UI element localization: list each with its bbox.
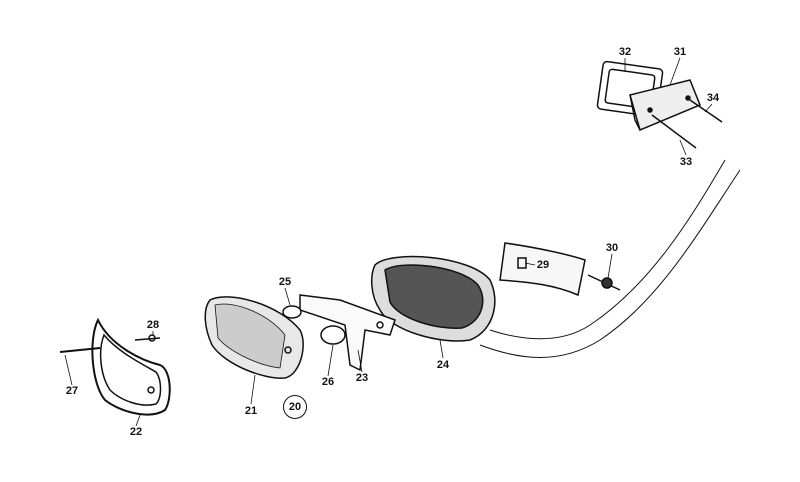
- part-label-31: 31: [673, 46, 687, 58]
- part-label-32: 32: [618, 46, 632, 58]
- part-label-24: 24: [436, 359, 450, 371]
- part-label-26: 26: [321, 376, 335, 388]
- washer-28: [134, 337, 161, 341]
- part-label-30: 30: [605, 242, 619, 254]
- cover-plate: [499, 242, 586, 297]
- bulb-25: [282, 305, 302, 319]
- part-label-34: 34: [706, 92, 720, 104]
- part-label-23: 23: [355, 372, 369, 384]
- part-label-28: 28: [146, 319, 160, 331]
- part-label-27: 27: [65, 385, 79, 397]
- part-label-21: 21: [244, 405, 258, 417]
- assembly-number-badge: 20: [283, 395, 307, 419]
- body-contour-line: [489, 159, 726, 340]
- screw-33: [651, 114, 697, 149]
- bracket: [299, 294, 396, 372]
- part-label-22: 22: [129, 426, 143, 438]
- body-contour-line: [479, 169, 741, 358]
- part-label-25: 25: [278, 276, 292, 288]
- rear-lamp-lens: [629, 79, 701, 132]
- bulb-26: [320, 325, 346, 345]
- screw-27: [59, 347, 101, 353]
- part-label-29: 29: [536, 259, 550, 271]
- part-label-33: 33: [679, 156, 693, 168]
